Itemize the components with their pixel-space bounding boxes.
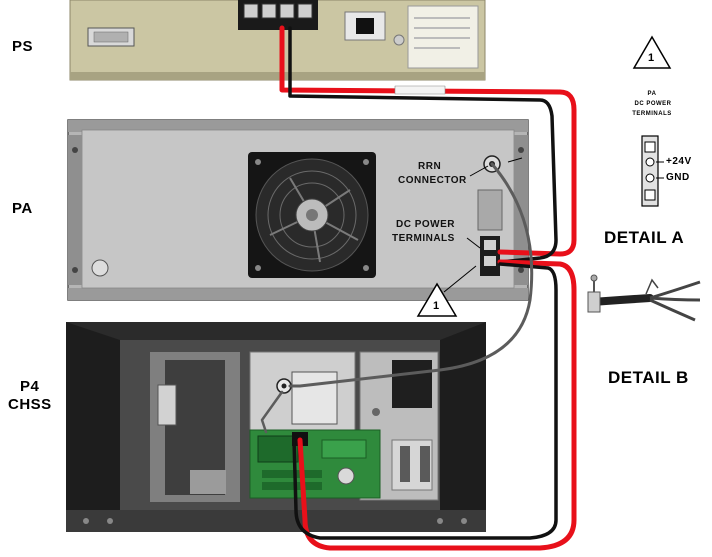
terminal-plus-label: +24V xyxy=(666,156,692,167)
warning-number-pa: 1 xyxy=(433,300,440,312)
detail-a-label: DETAIL A xyxy=(604,228,684,248)
detail-b-label: DETAIL B xyxy=(608,368,689,388)
terminal-gnd-label: GND xyxy=(666,172,690,183)
power-supply-unit xyxy=(70,0,485,80)
p4-chassis-unit xyxy=(66,322,486,532)
rrn-connector-label-2: CONNECTOR xyxy=(398,174,467,187)
detail-a-terminal-block xyxy=(642,136,664,206)
warning-number-top: 1 xyxy=(648,52,655,64)
detail-b-cable xyxy=(588,275,700,320)
dc-power-label-2: TERMINALS xyxy=(392,232,455,245)
terminal-title-1: PA xyxy=(640,90,664,98)
power-amplifier-unit xyxy=(68,120,528,300)
ps-label: PS xyxy=(12,38,33,55)
chassis-label-line2: CHSS xyxy=(8,396,52,413)
terminal-title-3: TERMINALS xyxy=(612,110,692,118)
rrn-connector-label-1: RRN xyxy=(418,160,441,173)
terminal-title-2: DC POWER xyxy=(618,100,688,108)
dc-power-label-1: DC POWER xyxy=(396,218,455,231)
chassis-label-line1: P4 xyxy=(20,378,39,395)
pa-label: PA xyxy=(12,200,33,217)
